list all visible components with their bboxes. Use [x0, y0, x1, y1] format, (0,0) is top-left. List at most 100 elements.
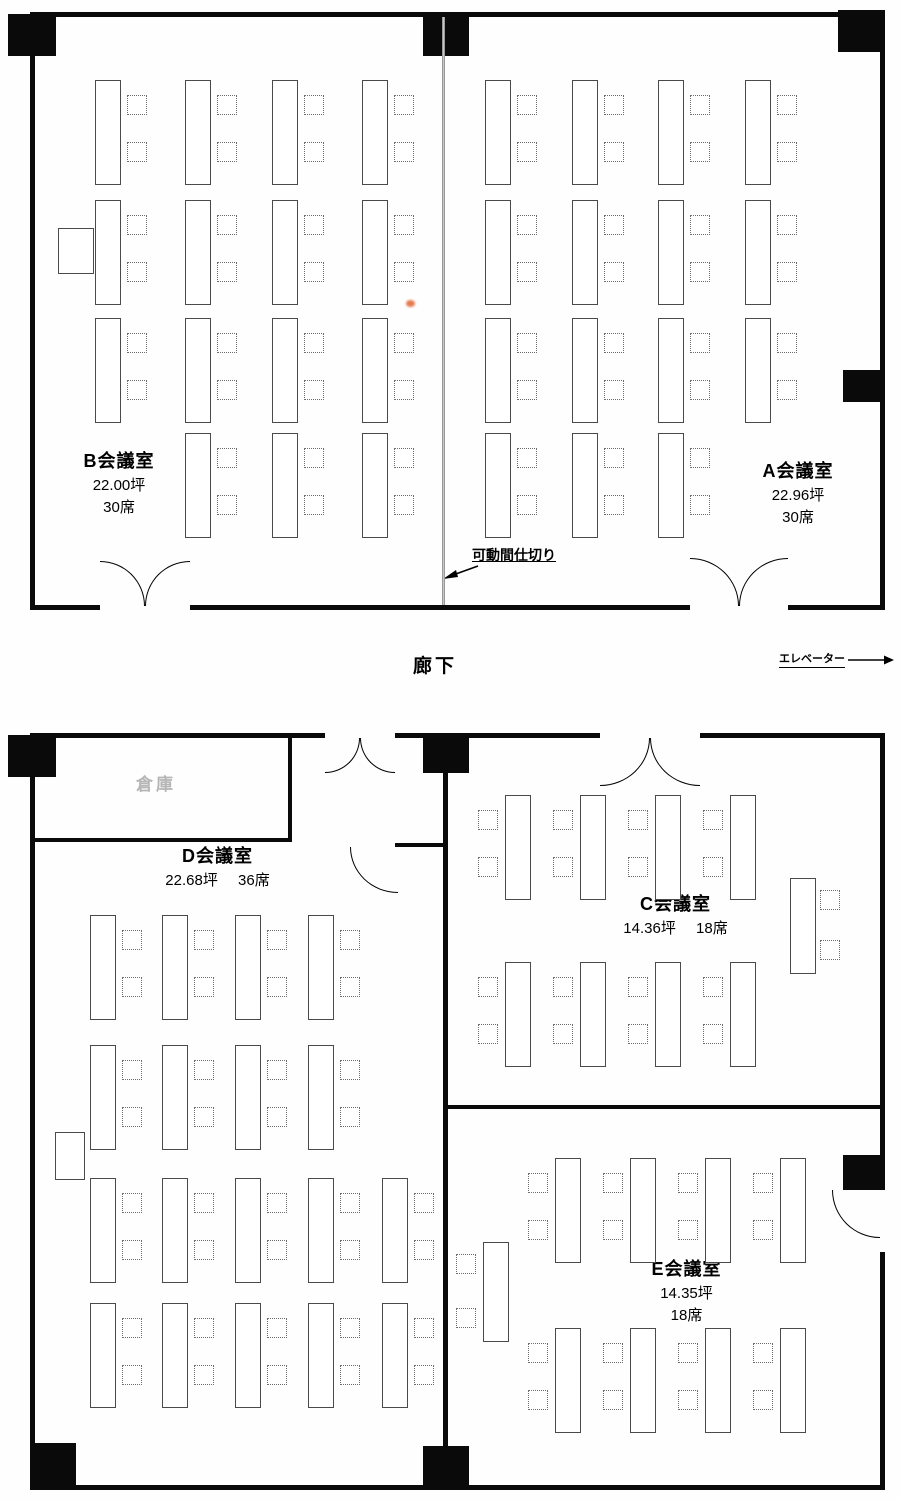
meeting-table: [162, 1045, 188, 1150]
meeting-table: [745, 200, 771, 305]
wall: [880, 733, 885, 1190]
chair: [553, 977, 573, 997]
meeting-table: [235, 1178, 261, 1283]
chair: [753, 1173, 773, 1193]
meeting-table: [90, 1178, 116, 1283]
room-e-name: E会議室: [651, 1259, 722, 1279]
chair: [194, 1318, 214, 1338]
chair: [340, 1193, 360, 1213]
chair: [604, 262, 624, 282]
chair: [703, 977, 723, 997]
meeting-table: [90, 1303, 116, 1408]
wall: [30, 12, 35, 610]
door-arc: [325, 738, 360, 773]
chair: [304, 380, 324, 400]
elevator-text: エレベーター: [779, 650, 845, 668]
chair: [528, 1220, 548, 1240]
chair: [820, 890, 840, 910]
meeting-table: [362, 80, 388, 185]
chair: [690, 333, 710, 353]
chair: [394, 215, 414, 235]
chair: [604, 95, 624, 115]
chair: [304, 448, 324, 468]
chair: [394, 262, 414, 282]
chair: [127, 262, 147, 282]
chair: [414, 1193, 434, 1213]
chair: [394, 142, 414, 162]
chair: [517, 495, 537, 515]
chair: [553, 857, 573, 877]
room-b-name: B会議室: [83, 451, 155, 471]
room-c-area: 14.36坪: [623, 919, 676, 937]
chair: [604, 380, 624, 400]
chair: [414, 1318, 434, 1338]
chair: [267, 930, 287, 950]
room-d-info: 22.68坪 36席: [110, 872, 325, 891]
chair: [603, 1343, 623, 1363]
chair: [690, 95, 710, 115]
chair: [456, 1308, 476, 1328]
chair: [553, 1024, 573, 1044]
door-arc: [832, 1190, 880, 1238]
chair: [690, 380, 710, 400]
chair: [122, 1107, 142, 1127]
chair: [517, 380, 537, 400]
chair: [478, 1024, 498, 1044]
meeting-table: [272, 433, 298, 538]
meeting-table: [235, 1045, 261, 1150]
meeting-table: [580, 962, 606, 1067]
chair: [456, 1254, 476, 1274]
chair: [127, 142, 147, 162]
wall: [30, 838, 292, 842]
chair: [478, 857, 498, 877]
meeting-table: [272, 80, 298, 185]
chair: [194, 1240, 214, 1260]
meeting-table: [505, 962, 531, 1067]
chair: [122, 1193, 142, 1213]
chair: [194, 1193, 214, 1213]
chair: [820, 940, 840, 960]
meeting-table: [505, 795, 531, 900]
meeting-table: [235, 915, 261, 1020]
wall: [30, 733, 35, 1490]
chair: [217, 380, 237, 400]
meeting-table: [95, 200, 121, 305]
chair: [517, 142, 537, 162]
wall: [288, 733, 292, 842]
chair: [690, 142, 710, 162]
chair: [194, 1365, 214, 1385]
lectern-table: [58, 228, 94, 274]
chair: [753, 1390, 773, 1410]
chair: [217, 333, 237, 353]
meeting-table: [308, 1303, 334, 1408]
room-b-label: B会議室 22.00坪 30席: [56, 450, 182, 518]
chair: [394, 495, 414, 515]
chair: [478, 977, 498, 997]
room-c-info: 14.36坪 18席: [568, 920, 783, 939]
chair: [517, 333, 537, 353]
partition-label-text: 可動間仕切り: [472, 547, 556, 563]
chair: [553, 810, 573, 830]
chair: [217, 95, 237, 115]
chair: [678, 1343, 698, 1363]
meeting-table: [485, 200, 511, 305]
chair: [194, 1060, 214, 1080]
chair: [267, 1193, 287, 1213]
chair: [690, 262, 710, 282]
chair: [217, 215, 237, 235]
chair: [603, 1220, 623, 1240]
wall: [395, 733, 600, 738]
meeting-table: [630, 1158, 656, 1263]
wall: [395, 843, 447, 847]
room-d-area: 22.68坪: [165, 871, 218, 889]
meeting-table: [308, 1045, 334, 1150]
door-arc: [100, 561, 145, 606]
door-arc: [350, 847, 398, 893]
partition-label: 可動間仕切り: [472, 545, 556, 565]
room-d-seats: 36席: [238, 871, 270, 889]
lectern-table: [55, 1132, 85, 1180]
chair: [528, 1173, 548, 1193]
door-arc: [739, 558, 788, 606]
meeting-table: [658, 318, 684, 423]
chair: [678, 1390, 698, 1410]
